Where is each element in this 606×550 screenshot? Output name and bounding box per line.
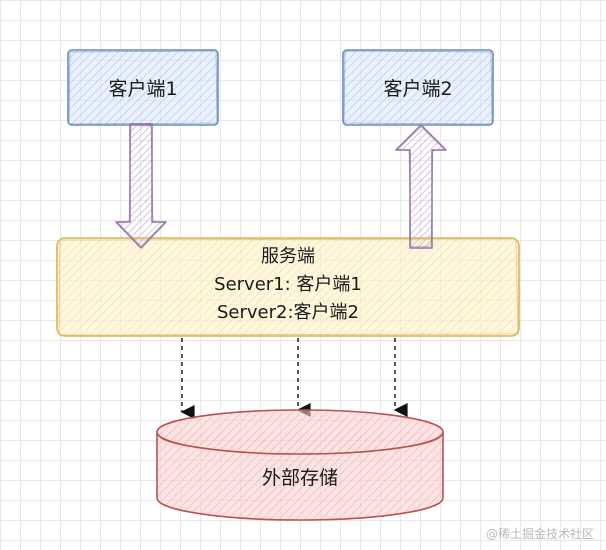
server-line-2: Server2:客户端2: [217, 302, 359, 323]
watermark-text: @稀土掘金技术社区: [485, 527, 594, 541]
storage-label: 外部存储: [262, 467, 338, 489]
server-to-client2-arrow: [395, 124, 447, 249]
server-title: 服务端: [261, 246, 315, 267]
client1-label: 客户端1: [108, 78, 177, 100]
client2-node[interactable]: 客户端2: [342, 49, 494, 126]
storage-node[interactable]: 外部存储: [156, 409, 444, 521]
server-node[interactable]: 服务端 Server1: 客户端1 Server2:客户端2: [56, 237, 520, 337]
server-line-1: Server1: 客户端1: [214, 274, 362, 295]
client2-label: 客户端2: [383, 78, 452, 100]
client1-to-server-arrow: [115, 123, 167, 249]
client1-node[interactable]: 客户端1: [67, 49, 219, 126]
